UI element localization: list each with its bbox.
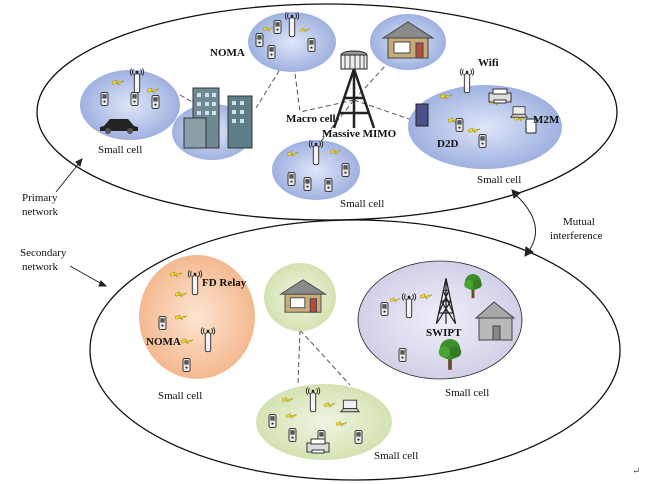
primary-network-boundary — [36, 3, 618, 221]
mutual-interference-label-line2: interference — [550, 230, 603, 242]
m2m-label: M2M — [533, 114, 560, 126]
secondary-right-small-cell-label: Small cell — [445, 387, 489, 399]
shed-house-icon — [474, 301, 516, 341]
access-point-icon — [415, 103, 429, 127]
primary-noma-label: NOMA — [210, 47, 245, 59]
primary-left-small-cell-label: Small cell — [98, 144, 142, 156]
secondary-arrow — [69, 265, 108, 287]
office-buildings-icon — [183, 87, 253, 149]
secondary-network-label-line1: Secondary — [20, 247, 67, 259]
fd-relay-label: FD Relay — [202, 277, 247, 289]
secondary-dashed-links — [297, 329, 351, 386]
primary-right-small-cell-label: Small cell — [477, 174, 521, 186]
secondary-noma-label: NOMA — [146, 336, 181, 348]
primary-arrow — [55, 158, 83, 193]
macro-cell-label: Macro cell — [286, 113, 336, 125]
swipt-label: SWIPT — [426, 327, 462, 339]
footer-return-mark: ↵ — [632, 466, 640, 477]
secondary-network-boundary — [89, 219, 621, 481]
primary-bottom-small-cell-label: Small cell — [340, 198, 384, 210]
primary-right-small-cell — [408, 85, 562, 169]
mutual-interference-label-line1: Mutual — [563, 216, 595, 228]
macro-tower-icon — [332, 50, 376, 129]
wifi-label: Wifi — [478, 57, 499, 69]
secondary-network-label-line2: network — [22, 261, 59, 273]
secondary-left-small-cell-label: Small cell — [158, 390, 202, 402]
primary-network-label-line1: Primary — [22, 192, 58, 204]
secondary-fd-relay-cell — [139, 255, 255, 379]
primary-left-small-cell — [80, 70, 180, 140]
secondary-bottom-small-cell-label: Small cell — [374, 450, 418, 462]
car-icon — [100, 119, 138, 134]
d2d-label: D2D — [437, 138, 458, 150]
mutual-interference-arrow — [511, 189, 536, 257]
primary-network-label-line2: network — [22, 206, 59, 218]
massive-mimo-label: Massive MIMO — [322, 128, 397, 140]
tablet-icon — [525, 118, 537, 134]
